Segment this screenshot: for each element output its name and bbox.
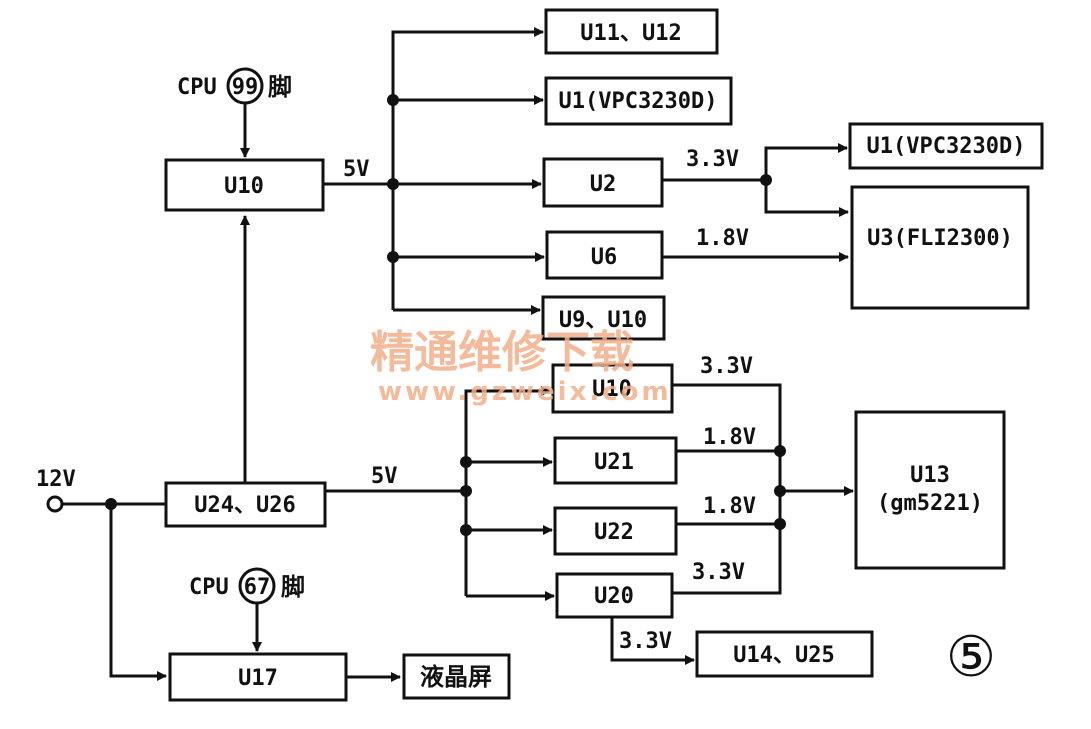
svg-text:U6: U6 bbox=[591, 245, 618, 270]
wires bbox=[62, 27, 854, 682]
voltage-1v8-u21: 1.8V bbox=[703, 425, 756, 450]
voltage-3v3-u10: 3.3V bbox=[700, 354, 753, 379]
svg-text:U10: U10 bbox=[592, 377, 632, 402]
watermark-url: www.gzweix.com bbox=[378, 377, 672, 407]
voltage-labels: 5V 5V 3.3V 1.8V 3.3V 1.8V 1.8V 3.3V 3.3V bbox=[343, 147, 756, 654]
input-terminal: 12V bbox=[36, 467, 76, 513]
block-u17: U17 bbox=[168, 652, 348, 702]
block-u20: U20 bbox=[555, 572, 674, 619]
svg-text:U22: U22 bbox=[594, 520, 634, 545]
svg-text:U9、U10: U9、U10 bbox=[559, 308, 647, 333]
figure-number: ⑤ bbox=[946, 625, 996, 690]
watermark: 精通维修下载 www.gzweix.com bbox=[370, 327, 672, 407]
block-u2: U2 bbox=[542, 157, 664, 208]
pin-suffix-top: 脚 bbox=[268, 73, 292, 101]
voltage-5v-bottom: 5V bbox=[371, 464, 398, 489]
voltage-3v3-u20: 3.3V bbox=[692, 560, 745, 585]
block-u10-mid: U10 bbox=[551, 363, 674, 414]
block-u11-u12: U11、U12 bbox=[544, 8, 719, 55]
svg-text:U3(FLI2300): U3(FLI2300) bbox=[867, 226, 1013, 251]
cpu-pin-bottom: 67 bbox=[244, 575, 271, 600]
svg-text:U1(VPC3230D): U1(VPC3230D) bbox=[867, 134, 1026, 159]
block-u1-vpc-a: U1(VPC3230D) bbox=[544, 76, 733, 126]
svg-text:U13: U13 bbox=[910, 463, 950, 488]
cpu-pin-99-callout: CPU 99 脚 bbox=[177, 67, 292, 105]
svg-text:U2: U2 bbox=[590, 172, 617, 197]
block-u14-u25: U14、U25 bbox=[695, 630, 874, 678]
pin-suffix-bottom: 脚 bbox=[281, 573, 305, 601]
voltage-1v8-u6: 1.8V bbox=[696, 226, 749, 251]
voltage-5v-top: 5V bbox=[343, 157, 370, 182]
block-u10-top: U10 bbox=[164, 158, 325, 212]
block-u3-fli2300: U3(FLI2300) bbox=[850, 185, 1030, 310]
cpu-label-top: CPU bbox=[177, 75, 217, 100]
block-u24-u26: U24、U26 bbox=[164, 481, 327, 528]
svg-text:U17: U17 bbox=[238, 666, 278, 691]
svg-text:U21: U21 bbox=[594, 450, 634, 475]
svg-text:U10: U10 bbox=[224, 174, 264, 199]
watermark-text: 精通维修下载 bbox=[370, 327, 634, 378]
svg-text:U1(VPC3230D): U1(VPC3230D) bbox=[559, 89, 718, 114]
svg-text:U11、U12: U11、U12 bbox=[580, 21, 681, 46]
block-u1-vpc-b: U1(VPC3230D) bbox=[848, 122, 1044, 170]
svg-text:U14、U25: U14、U25 bbox=[733, 643, 834, 668]
cpu-pin-top: 99 bbox=[232, 75, 259, 100]
input-voltage-label: 12V bbox=[36, 467, 76, 492]
voltage-3v3-u2: 3.3V bbox=[686, 147, 739, 172]
voltage-1v8-u22: 1.8V bbox=[703, 494, 756, 519]
voltage-3v3-u14: 3.3V bbox=[619, 629, 672, 654]
block-u21: U21 bbox=[553, 436, 678, 485]
svg-text:液晶屏: 液晶屏 bbox=[420, 663, 492, 691]
block-u22: U22 bbox=[553, 506, 678, 556]
cpu-label-bottom: CPU bbox=[189, 575, 229, 600]
junction-dots bbox=[105, 94, 786, 536]
block-u13-gm5221: U13 (gm5221) bbox=[854, 410, 1006, 570]
svg-text:(gm5221): (gm5221) bbox=[877, 491, 983, 516]
block-lcd: 液晶屏 bbox=[402, 653, 511, 700]
block-u9-u10: U9、U10 bbox=[541, 295, 666, 341]
cpu-pin-67-callout: CPU 67 脚 bbox=[189, 567, 305, 605]
svg-text:U24、U26: U24、U26 bbox=[194, 493, 295, 518]
svg-text:U20: U20 bbox=[594, 584, 634, 609]
block-u6: U6 bbox=[545, 230, 664, 280]
